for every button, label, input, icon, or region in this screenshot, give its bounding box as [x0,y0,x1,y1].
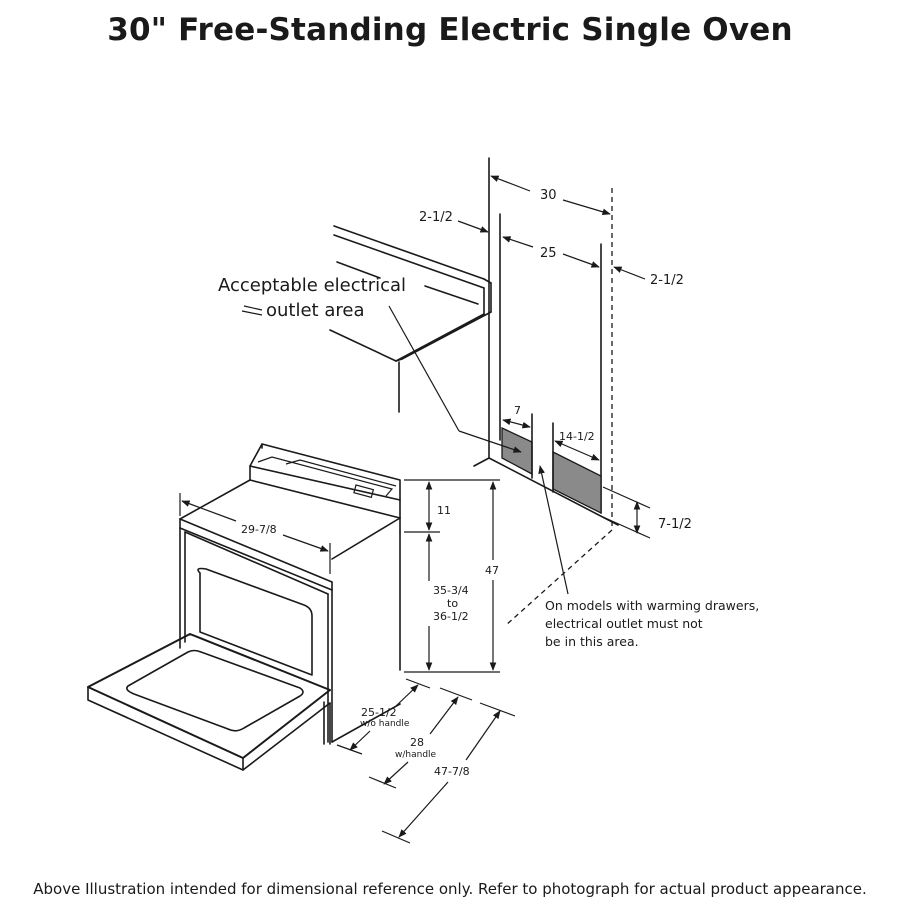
dim-outlet-right: 14-1/2 [554,430,600,461]
note-line2: electrical outlet must not [545,616,703,631]
callout-outlet-area-line2: outlet area [266,300,364,321]
dim-left-clearance: 2-1/2 [419,210,489,233]
dim-label-inner-width: 25 [540,246,557,261]
note-line1: On models with warming drawers, [545,598,759,613]
warming-drawer-note: On models with warming drawers, electric… [538,465,759,649]
dim-top-width: 29-7/8 [179,493,331,574]
disclaimer-footer: Above Illustration intended for dimensio… [33,880,867,898]
dim-label-backguard-height: 11 [437,504,451,517]
dim-label-right-clearance: 2-1/2 [650,273,684,288]
left-cabinet-countertop [329,225,492,413]
dim-label-outlet-right: 14-1/2 [559,430,595,443]
dim-outlet-height: 7-1/2 [602,486,692,539]
outlet-area-callout: Acceptable electrical outlet area [218,275,522,453]
dim-label-cooktop-height-3: 36-1/2 [433,610,469,623]
dim-label-depth-with-handle-note: w/handle [395,750,437,760]
callout-outlet-area-line1: Acceptable electrical [218,275,406,296]
oven-door-open [87,633,331,771]
backguard [249,443,401,533]
dim-inner-width: 25 [502,236,600,268]
dim-label-cooktop-height-1: 35-3/4 [433,584,469,597]
dim-label-overall-width: 30 [540,188,557,203]
installation-view: 30 2-1/2 25 2-1/2 7 [218,157,759,649]
dim-right-clearance: 2-1/2 [613,266,684,288]
range-illustration: 29-7/8 11 35-3/4 to 36-1/2 47 [87,443,516,844]
dim-heights: 11 35-3/4 to 36-1/2 47 [404,479,500,673]
note-line3: be in this area. [545,634,639,649]
cooktop [179,479,401,591]
dim-label-top-width: 29-7/8 [241,523,277,536]
oven-body [179,527,401,743]
dim-label-left-clearance: 2-1/2 [419,210,453,225]
dim-outlet-left: 7 [502,404,531,429]
dim-label-depth-no-handle: 25-1/2 [361,706,397,719]
dim-label-outlet-left: 7 [514,404,521,417]
dim-depths: 25-1/2 w/o handle 28 w/handle 47-7/8 [336,678,516,844]
dim-label-depth-with-handle: 28 [410,736,424,749]
dim-label-depth-door-open: 47-7/8 [434,765,470,778]
dim-label-depth-no-handle-note: w/o handle [360,719,410,729]
dim-label-outlet-height: 7-1/2 [658,517,692,532]
dim-label-overall-height: 47 [485,564,499,577]
floor-dashed-line [504,529,613,627]
dim-overall-width: 30 [490,175,611,216]
page-title: 30" Free-Standing Electric Single Oven [107,12,793,48]
dim-label-cooktop-height-2: to [447,597,458,610]
